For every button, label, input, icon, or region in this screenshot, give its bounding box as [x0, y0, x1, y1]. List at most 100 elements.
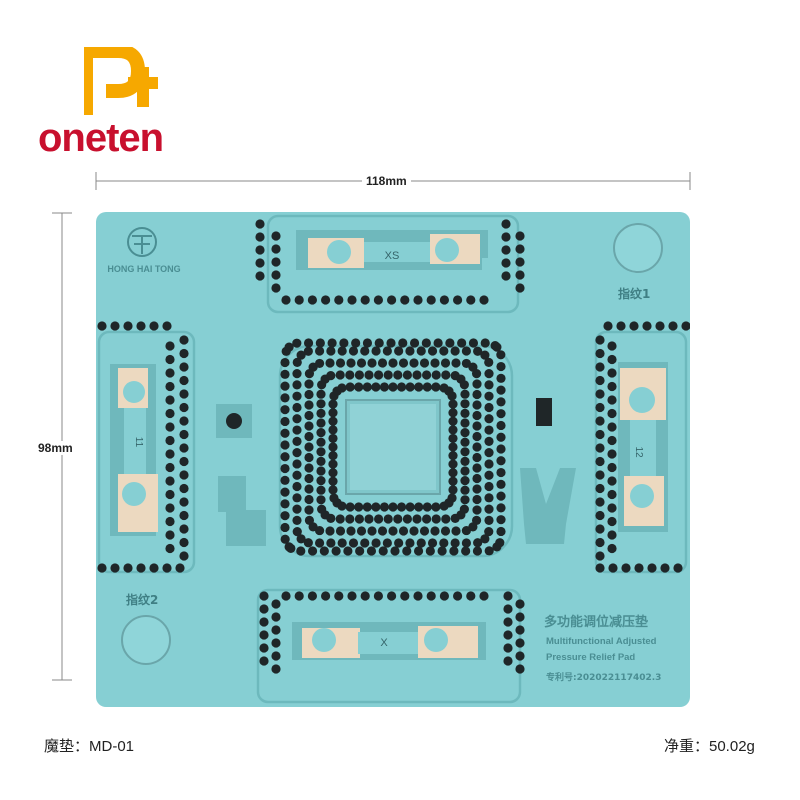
hole: [496, 444, 506, 454]
hole: [472, 421, 482, 431]
hole: [149, 563, 159, 573]
hole: [396, 502, 407, 512]
hole: [409, 526, 419, 536]
hole: [515, 257, 525, 267]
hole: [595, 524, 605, 534]
hole: [595, 456, 605, 467]
hole: [255, 258, 265, 268]
hole: [608, 563, 618, 573]
hole: [607, 395, 617, 405]
hole: [292, 380, 302, 390]
hole: [179, 429, 189, 440]
hole: [466, 591, 476, 601]
hole: [280, 534, 290, 544]
hole: [304, 484, 314, 494]
hole: [317, 380, 327, 390]
small-rect-right: [536, 398, 552, 426]
hole: [371, 346, 381, 356]
hole: [355, 546, 365, 556]
hole: [414, 382, 424, 392]
hole: [440, 358, 451, 368]
hole: [280, 369, 290, 379]
hole: [383, 370, 393, 380]
slot-top: [296, 230, 488, 270]
hole: [681, 321, 690, 331]
hole: [315, 358, 325, 369]
hole: [515, 599, 525, 609]
hole: [271, 612, 281, 622]
hole: [413, 295, 423, 305]
width-label: 118mm: [362, 174, 411, 188]
hole: [280, 487, 290, 497]
hole: [319, 546, 329, 556]
hole: [259, 591, 269, 601]
hole: [179, 524, 189, 534]
hole: [255, 232, 265, 242]
pad-title-en-2: Pressure Relief Pad: [546, 652, 635, 663]
hole: [402, 370, 412, 380]
hole: [371, 382, 381, 392]
hole: [431, 502, 441, 512]
hole: [371, 502, 381, 512]
hole: [595, 389, 605, 399]
hole: [337, 346, 347, 356]
hole: [496, 456, 506, 466]
hole: [427, 538, 438, 548]
hole: [162, 321, 172, 331]
hole: [501, 245, 511, 255]
slot-right-label: 12: [633, 446, 644, 458]
hole: [515, 283, 525, 293]
hole: [292, 338, 302, 348]
hole: [292, 527, 302, 537]
hole: [325, 358, 335, 368]
hole: [503, 643, 513, 653]
hole: [294, 591, 304, 601]
hole: [356, 358, 367, 368]
hole: [402, 546, 412, 556]
hole: [413, 591, 423, 601]
hole: [492, 542, 502, 552]
hole: [450, 513, 460, 523]
hole: [165, 476, 175, 486]
hole: [480, 534, 490, 544]
hole: [304, 400, 314, 410]
hole: [165, 408, 175, 419]
hole: [294, 295, 304, 305]
hole: [595, 563, 605, 573]
hole: [595, 470, 605, 480]
hole: [484, 448, 494, 458]
hole: [364, 514, 374, 524]
hole: [348, 538, 359, 548]
hole: [484, 481, 494, 492]
hole: [97, 563, 107, 573]
hole: [515, 231, 525, 241]
hole: [280, 357, 290, 368]
hole: [360, 346, 370, 356]
brand-wordmark: oneten: [38, 116, 164, 160]
hole: [398, 526, 409, 536]
hole: [515, 638, 525, 648]
hole: [457, 338, 467, 348]
hole: [673, 563, 683, 573]
hole: [304, 463, 314, 473]
pad-title-cn: 多功能调位减压垫: [544, 614, 648, 630]
hole: [496, 397, 506, 407]
hole: [607, 476, 617, 486]
hole: [607, 408, 617, 419]
hole: [165, 489, 175, 500]
height-label: 98mm: [34, 441, 77, 455]
hole: [484, 504, 494, 514]
hole: [460, 418, 470, 428]
hole: [136, 321, 146, 331]
hole: [110, 563, 120, 573]
hole: [304, 389, 314, 400]
hole: [374, 370, 384, 380]
hole: [422, 514, 432, 524]
hole: [484, 515, 494, 526]
hole: [165, 422, 175, 432]
hole: [472, 484, 482, 494]
weight-label: 净重：50.02g: [664, 738, 755, 755]
hole: [362, 338, 373, 348]
hole: [179, 362, 189, 372]
slot-top-label: XS: [385, 250, 400, 262]
